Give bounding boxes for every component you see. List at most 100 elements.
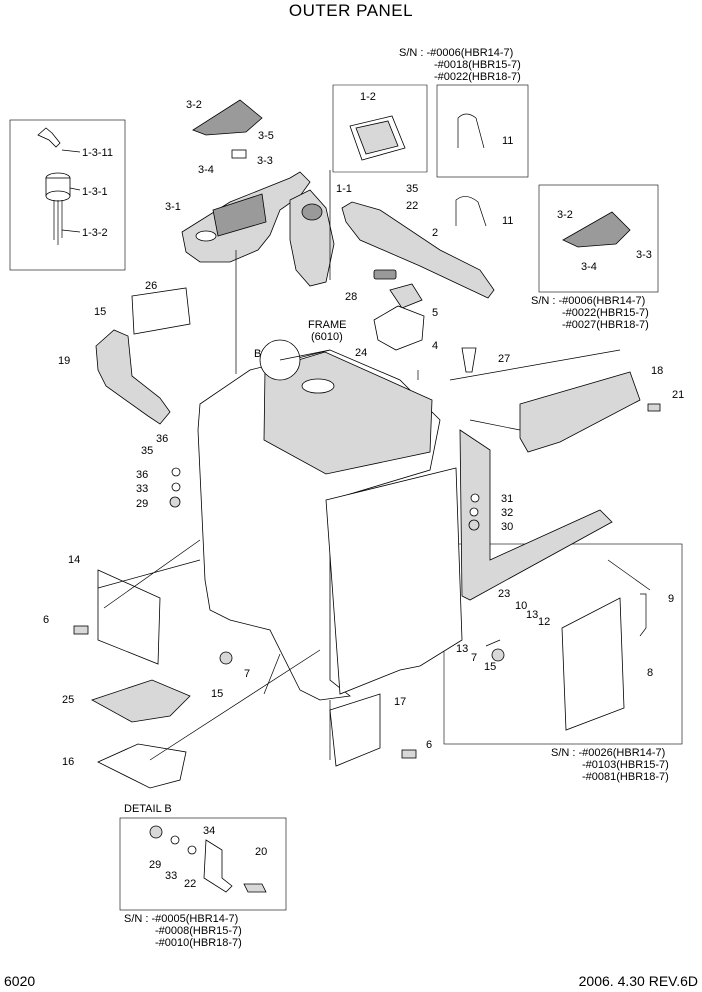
callout: 11 [502,215,513,227]
callout: 15 [484,661,496,673]
callout: 3-2 [557,209,573,221]
serial-line: -#0022(HBR18-7) [434,71,521,83]
handle-bar-11 [457,113,485,149]
serial-line: -#0010(HBR18-7) [155,937,242,949]
handle-bar-11 [455,196,487,227]
serial-line: -#0022(HBR15-7) [562,307,649,319]
cap-27 [461,347,477,373]
knob-7 [219,651,233,665]
bolt-20 [243,883,267,893]
callout: 16 [62,756,74,768]
callout: 19 [58,355,70,367]
callout: 3-1 [165,201,181,213]
leader-lines [61,149,81,233]
detail-b-title: DETAIL B [124,803,172,815]
callout: 11 [502,135,513,147]
callout: 3-4 [581,261,597,273]
callout: 25 [62,694,74,706]
callout: 7 [244,668,250,680]
cover-detail-box [538,184,659,293]
callout: 13 [526,609,538,621]
mat-25 [91,679,191,723]
key-switch-group [37,127,81,245]
callout: 3-3 [636,249,652,261]
nut-29-detail [149,825,163,839]
callout: 30 [501,521,513,533]
revision-date: 2006. 4.30 REV.6D [579,973,698,989]
serial-line: S/N : -#0006(HBR14-7) [399,47,513,59]
key-switch-body [45,190,71,202]
callout: 32 [501,507,513,519]
page-number: 6020 [4,973,35,989]
part-5 [389,283,423,309]
washer-31 [470,493,480,503]
callout: 3-3 [257,155,273,167]
callout: 2 [432,227,438,239]
serial-line: S/N : -#0006(HBR14-7) [531,295,645,307]
callout: 26 [145,280,157,292]
callout: 7 [471,652,477,664]
bolt-6 [401,749,417,759]
callout: 36 [136,469,148,481]
mat-16 [97,743,187,789]
serial-line: -#0081(HBR18-7) [582,771,669,783]
key-part [37,127,61,148]
frame-ref-label: FRAME [308,319,347,331]
serial-note-right: S/N : -#0006(HBR14-7) -#0022(HBR15-7) -#… [531,295,649,331]
callout: 12 [538,616,550,628]
console-panel-window [212,193,267,237]
callout: 1-1 [336,183,352,195]
panel-26 [131,287,191,335]
nut-29 [169,496,181,508]
callout-labels: 1-3-11 1-3-1 1-3-2 3-2 3-5 3-3 3-4 3-1 1… [43,91,684,890]
serial-line: -#0027(HBR18-7) [562,319,649,331]
callout: 3-2 [186,99,202,111]
bolt-6 [73,625,89,635]
console-hole [195,230,217,242]
callout: 5 [432,307,438,319]
washer-36 [171,467,181,477]
callout: 21 [672,389,684,401]
serial-line: -#0008(HBR15-7) [155,925,242,937]
callout: 28 [345,291,357,303]
callout: 35 [406,183,418,195]
serial-line: -#0018(HBR15-7) [434,59,521,71]
callout: 20 [255,846,267,858]
callout: 4 [432,340,438,352]
part-4 [373,305,425,351]
serial-line: S/N : -#0026(HBR14-7) [551,747,665,759]
serial-note-detail: S/N : -#0005(HBR14-7) -#0008(HBR15-7) -#… [124,913,242,949]
side-panel-2 [341,201,495,299]
knob-7 [491,648,505,662]
callout: 34 [203,825,215,837]
callout: 22 [184,878,196,890]
callout: 13 [456,643,468,655]
leader-lines [97,170,651,761]
washer-22-detail [187,845,197,855]
callout: 17 [394,696,406,708]
side-cover-18 [519,371,641,453]
detail-b-box [119,817,287,911]
callout: 6 [426,739,432,751]
washer-33 [171,482,181,492]
cover-8 [561,597,625,731]
handle-knob [301,203,323,221]
bolt-21 [647,403,661,412]
callout: 10 [515,600,527,612]
display-detail-box [332,84,428,173]
display-screen [355,120,399,155]
nut-30 [468,519,480,531]
callout: 6 [43,614,49,626]
part-28 [373,269,397,280]
callout: 15 [94,306,106,318]
callout: 18 [651,365,663,377]
callout: 24 [355,347,367,359]
serial-note-lower-right: S/N : -#0026(HBR14-7) -#0103(HBR15-7) -#… [551,747,669,783]
callout: 8 [647,667,653,679]
frame-ref-number: (6010) [311,331,343,343]
serial-note-top: S/N : -#0006(HBR14-7) -#0018(HBR15-7) -#… [399,47,521,83]
washer-32 [469,507,479,517]
cover-3-2-top [192,99,263,136]
callout: 36 [156,433,168,445]
